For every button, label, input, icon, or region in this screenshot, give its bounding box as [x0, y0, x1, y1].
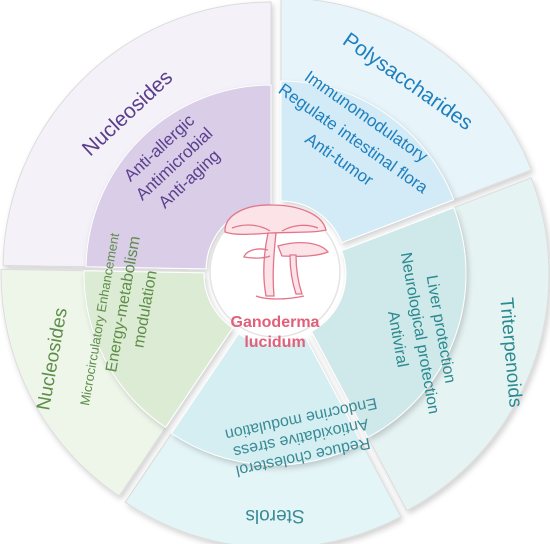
segment-inner-nucleosides_left — [83, 270, 234, 429]
category-label-sterols: Sterols — [245, 505, 304, 526]
center-title-line1: Ganoderma — [231, 314, 320, 331]
segment-inner-nucleosides_top — [85, 84, 272, 270]
center-title-line2: lucidum — [244, 334, 305, 351]
segment-inner-polysaccharides — [280, 80, 455, 244]
mushroom-icon — [224, 204, 330, 300]
segment-inner-triterpenoids — [310, 207, 467, 439]
segment-inner-sterols — [170, 333, 363, 466]
